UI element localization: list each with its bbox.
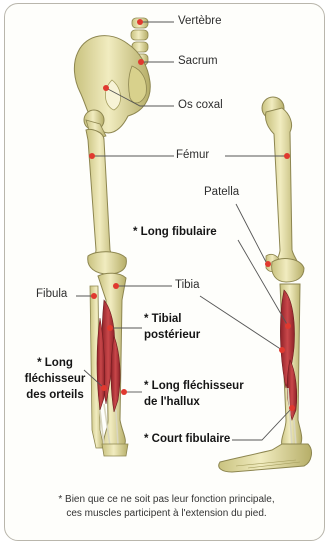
label-lfo-line2: fléchisseur [16,371,94,387]
label-sacrum: Sacrum [178,55,218,67]
label-lfo-line1: * Long [16,355,94,371]
label-os-coxal: Os coxal [178,99,223,111]
label-lfh-line2: de l'hallux [144,394,244,410]
label-patella: Patella [204,186,239,198]
label-long-fibulaire: * Long fibulaire [133,226,217,238]
label-femur: Fémur [176,149,209,161]
label-tibial-posterieur-line1: * Tibial [144,311,200,327]
label-tibia: Tibia [175,279,200,291]
femur-side-shape [265,108,298,270]
label-court-fibulaire: * Court fibulaire [144,433,230,445]
femur-front-shape [86,129,116,268]
label-tibial-posterieur-line2: postérieur [144,327,200,343]
label-vertebre: Vertèbre [178,15,221,27]
footnote-line1: * Bien que ce ne soit pas leur fonction … [14,493,319,507]
foot-side-shape [219,444,312,472]
footnote-line2: ces muscles participent à l'extension du… [14,507,319,521]
label-tibial-posterieur: * Tibial postérieur [144,311,200,343]
label-long-flechisseur-hallux: * Long fléchisseur de l'hallux [144,378,244,410]
label-lfh-line1: * Long fléchisseur [144,378,244,394]
side-view-skeleton [219,97,312,472]
label-lfo-line3: des orteils [16,387,94,403]
footnote: * Bien que ce ne soit pas leur fonction … [14,493,319,521]
label-long-flechisseur-orteils: * Long fléchisseur des orteils [16,355,94,403]
label-fibula: Fibula [36,288,67,300]
